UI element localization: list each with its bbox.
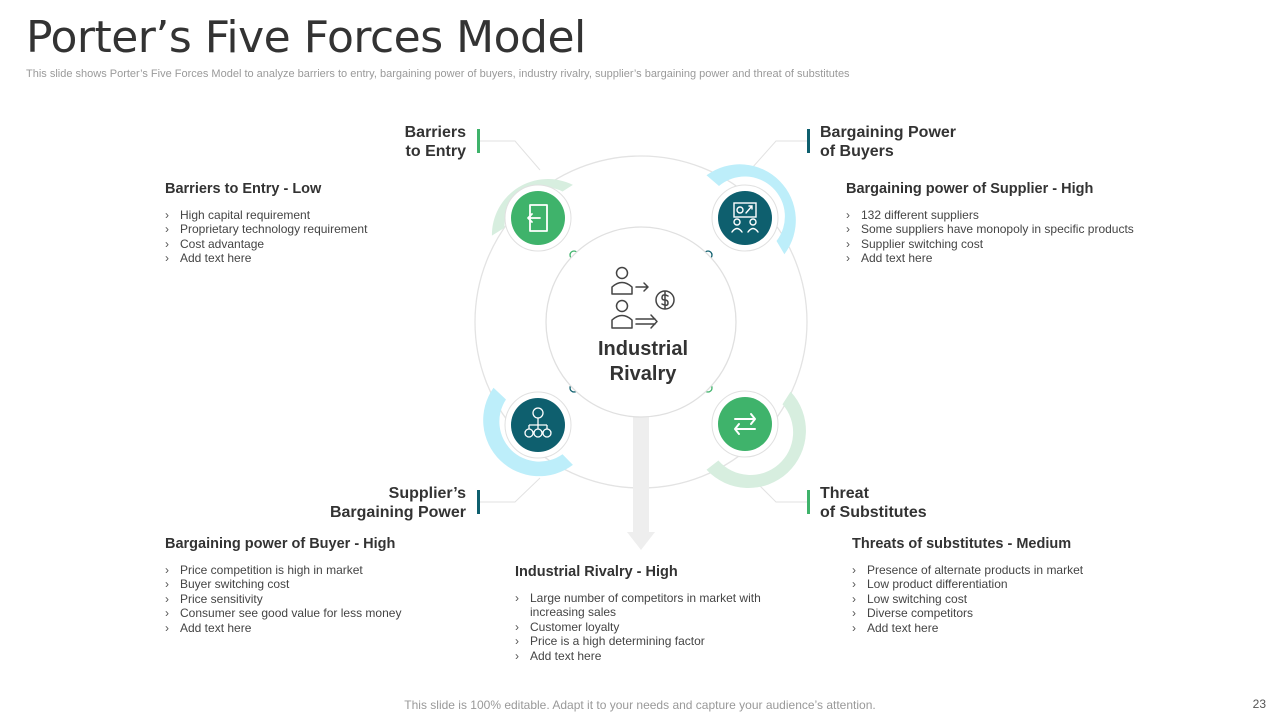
buyer-negotiation-icon [731,202,759,233]
icon-circle-barriers [504,184,572,252]
block-barriers-list: High capital requirement Proprietary tec… [165,208,445,266]
block-buyers-list: 132 different suppliers Some suppliers h… [846,208,1176,266]
arc-substitutes [706,391,806,489]
block-rivalry-list: Large number of competitors in market wi… [515,591,785,663]
list-item: Customer loyalty [515,620,785,635]
exit-door-icon [527,204,548,232]
icon-circle-substitutes [711,390,779,458]
label-suppliers: Supplier’s Bargaining Power [266,484,466,522]
label-buyers-line2: of Buyers [820,143,894,160]
block-substitutes: Threats of substitutes - Medium Presence… [852,536,1152,635]
connector-suppliers [478,477,541,503]
list-item: Large number of competitors in market wi… [515,591,785,620]
label-barriers: Barriers to Entry [360,123,466,161]
list-item: Price competition is high in market [165,563,455,578]
block-substitutes-list: Presence of alternate products in market… [852,563,1152,635]
slide-footer: This slide is 100% editable. Adapt it to… [404,698,876,712]
connector-buyers [751,140,808,169]
block-barriers-heading: Barriers to Entry - Low [165,181,322,197]
list-item: Price is a high determining factor [515,634,785,649]
center-title-line1: Industrial [597,338,688,360]
label-suppliers-line1: Supplier’s [388,485,466,502]
block-suppliers-list: Price competition is high in market Buye… [165,563,455,635]
arc-buyers [706,164,796,255]
accent-bar-buyers [807,129,810,153]
list-item: Add text here [165,251,445,266]
label-buyers: Bargaining Power of Buyers [820,123,1020,161]
people-money-icon [611,266,675,329]
icon-circle-buyers [711,184,779,252]
list-item: Add text here [165,621,455,636]
list-item: Consumer see good value for less money [165,606,455,621]
supplier-network-icon [524,407,552,438]
center-circle [545,226,737,418]
label-barriers-line2: to Entry [405,143,466,160]
icon-circle-suppliers [504,391,572,459]
block-rivalry: Industrial Rivalry - High Large number o… [515,564,785,663]
list-item: Price sensitivity [165,592,455,607]
block-barriers: Barriers to Entry - Low High capital req… [165,181,445,266]
label-barriers-line1: Barriers [404,124,466,141]
list-item: Low product differentiation [852,577,1152,592]
list-item: Diverse competitors [852,606,1152,621]
accent-bar-barriers [477,129,480,153]
center-title-line2: Rivalry [609,363,677,385]
center-title: Industrial Rivalry [583,337,703,387]
list-item: Presence of alternate products in market [852,563,1152,578]
block-buyers: Bargaining power of Supplier - High 132 … [846,181,1176,266]
accent-bar-substitutes [807,490,810,514]
block-substitutes-heading: Threats of substitutes - Medium [852,536,1072,552]
list-item: Some suppliers have monopoly in specific… [846,222,1176,237]
label-substitutes: Threat of Substitutes [820,484,1020,522]
connector-barriers [478,140,541,171]
list-item: High capital requirement [165,208,445,223]
block-rivalry-heading: Industrial Rivalry - High [515,564,678,580]
page-number: 23 [1252,697,1266,711]
slide-title: Porter’s Five Forces Model [26,12,586,63]
label-suppliers-line2: Bargaining Power [329,504,466,521]
label-substitutes-line2: of Substitutes [820,504,927,521]
block-suppliers-heading: Bargaining power of Buyer - High [165,536,396,552]
arc-barriers [491,179,573,236]
arc-suppliers [483,387,573,477]
accent-bar-suppliers [477,490,480,514]
list-item: Add text here [852,621,1152,636]
list-item: Cost advantage [165,237,445,252]
list-item: Low switching cost [852,592,1152,607]
list-item: Add text here [515,649,785,664]
list-item: 132 different suppliers [846,208,1176,223]
list-item: Proprietary technology requirement [165,222,445,237]
block-buyers-heading: Bargaining power of Supplier - High [846,181,1094,197]
label-buyers-line1: Bargaining Power [820,124,957,141]
list-item: Buyer switching cost [165,577,455,592]
down-arrow [627,416,655,550]
list-item: Add text here [846,251,1176,266]
slide-subtitle: This slide shows Porter’s Five Forces Mo… [26,68,850,80]
block-suppliers: Bargaining power of Buyer - High Price c… [165,536,455,635]
swap-arrows-icon [734,413,756,435]
list-item: Supplier switching cost [846,237,1176,252]
label-substitutes-line1: Threat [820,485,869,502]
